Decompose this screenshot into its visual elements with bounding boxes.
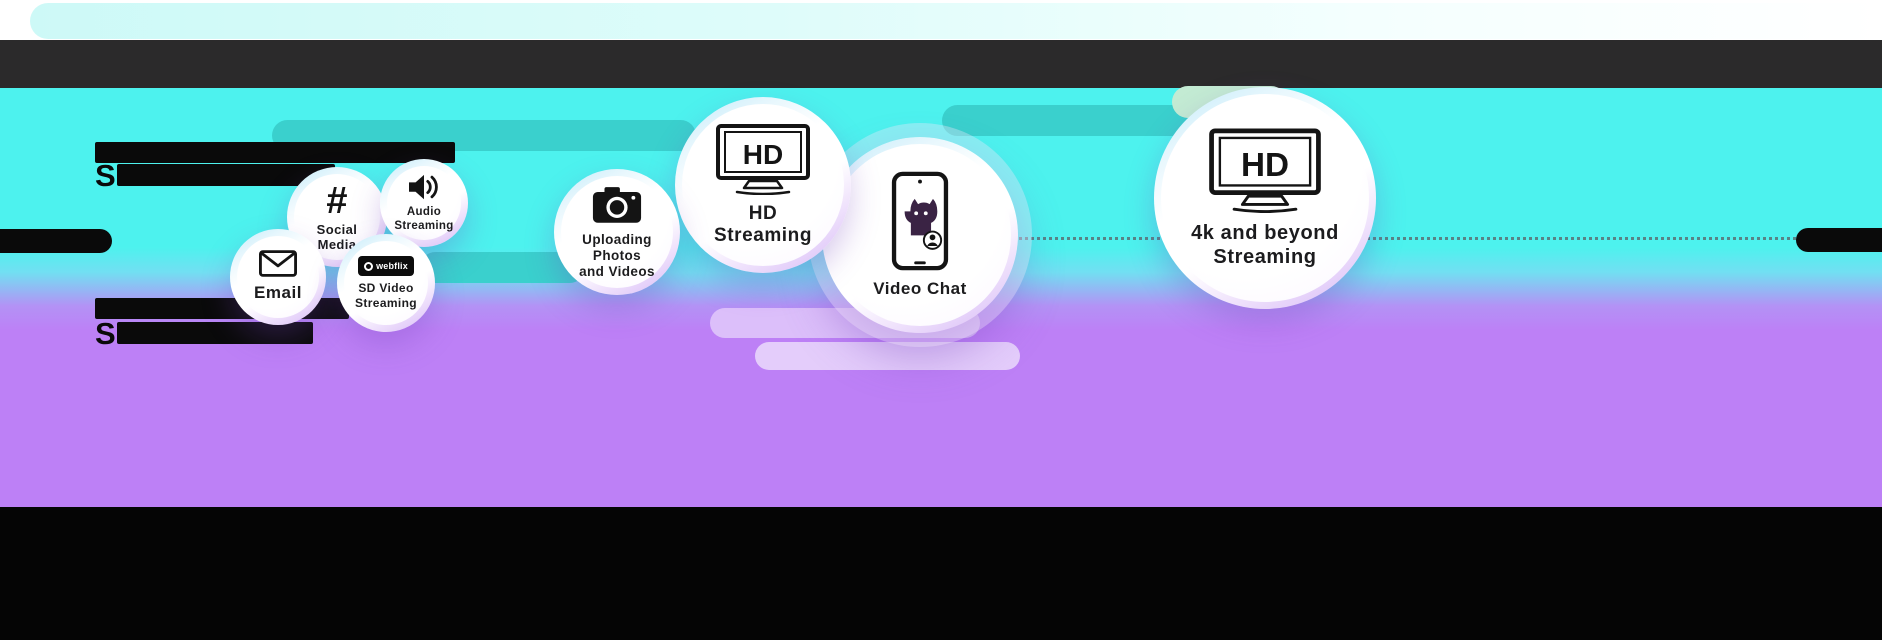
bubble-audio-streaming-label: Audio Streaming	[394, 206, 453, 233]
decor-pill-teal-3	[420, 252, 585, 283]
bubble-social-media-label: Social Media	[317, 222, 358, 253]
bubble-hd-streaming-inner: HD HD Streaming	[682, 104, 844, 266]
hd-tv-text: HD	[743, 139, 783, 170]
webflix-circle-mark	[364, 261, 374, 271]
camera-icon	[591, 184, 643, 225]
redacted-heading-bar-4	[116, 322, 313, 344]
bubble-uploading-photos-label: Uploading Photos and Videos	[561, 232, 673, 280]
envelope-icon	[259, 250, 297, 278]
webflix-wordmark: webflix	[376, 261, 408, 272]
bubble-hd-streaming-label: HD Streaming	[714, 203, 812, 248]
bubble-hd-streaming: HD HD Streaming	[675, 97, 851, 273]
bubble-4k-streaming-label: 4k and beyond Streaming	[1191, 222, 1339, 269]
label-line: Video Chat	[873, 278, 967, 298]
label-line: 4k and beyond	[1191, 221, 1339, 244]
speaker-icon	[407, 172, 441, 202]
label-line: Social	[316, 221, 358, 237]
bubble-uploading-photos-inner: Uploading Photos and Videos	[561, 176, 673, 288]
bubble-4k-streaming-inner: HD 4k and beyond Streaming	[1161, 94, 1369, 302]
label-line: Audio	[406, 206, 442, 219]
bubble-uploading-photos: Uploading Photos and Videos	[554, 169, 680, 295]
redacted-letter: S	[95, 157, 116, 193]
bubble-audio-streaming: Audio Streaming	[380, 159, 468, 247]
label-line: Streaming	[355, 295, 417, 310]
label-line: Uploading Photos	[582, 232, 652, 264]
webflix-logo-icon: webflix	[358, 256, 414, 277]
hashtag-icon: #	[326, 179, 348, 222]
redacted-heading-bar-2	[116, 164, 335, 186]
bubble-sd-video-streaming-inner: webflix SD Video Streaming	[344, 241, 428, 325]
label-line: Streaming	[394, 220, 454, 232]
label-line: Email	[254, 283, 302, 303]
top-light-strip	[30, 3, 1882, 39]
phone-video-call-icon	[891, 171, 949, 271]
bubble-4k-streaming: HD 4k and beyond Streaming	[1154, 87, 1376, 309]
label-line: Streaming	[1213, 245, 1317, 268]
dotted-line	[960, 237, 1808, 240]
top-dark-bar	[0, 40, 1882, 88]
redacted-letter: S	[95, 315, 116, 351]
label-line: HD	[748, 202, 778, 224]
hd-tv-icon: HD	[715, 123, 811, 195]
redacted-heading-line-2: S	[95, 315, 313, 351]
bottom-black-bar	[0, 507, 1882, 640]
bubble-email-inner: Email	[237, 236, 319, 318]
redacted-heading-bar-1	[95, 142, 455, 163]
bubble-sd-video-streaming: webflix SD Video Streaming	[337, 234, 435, 332]
bubble-email: Email	[230, 229, 326, 325]
redacted-heading-line-1: S	[95, 157, 335, 193]
bubble-video-chat-inner: Video Chat	[829, 144, 1011, 326]
label-line: and Videos	[579, 263, 655, 279]
bubble-sd-video-streaming-label: SD Video Streaming	[355, 281, 417, 309]
bubble-video-chat: Video Chat	[822, 137, 1018, 333]
hd-tv-text: HD	[1241, 147, 1289, 184]
bubble-video-chat-label: Video Chat	[873, 279, 967, 299]
decor-pill-lavender-2	[755, 342, 1020, 370]
label-line: Streaming	[713, 225, 813, 246]
bubble-audio-streaming-inner: Audio Streaming	[387, 166, 461, 240]
label-line: SD Video	[358, 281, 414, 296]
hd-tv-icon: HD	[1208, 127, 1322, 213]
bubble-email-label: Email	[254, 283, 302, 303]
left-edge-black-pill	[0, 229, 112, 253]
label-line: Media	[317, 237, 357, 252]
decor-pill-teal-2	[942, 105, 1192, 136]
right-edge-black-pill	[1796, 228, 1882, 252]
